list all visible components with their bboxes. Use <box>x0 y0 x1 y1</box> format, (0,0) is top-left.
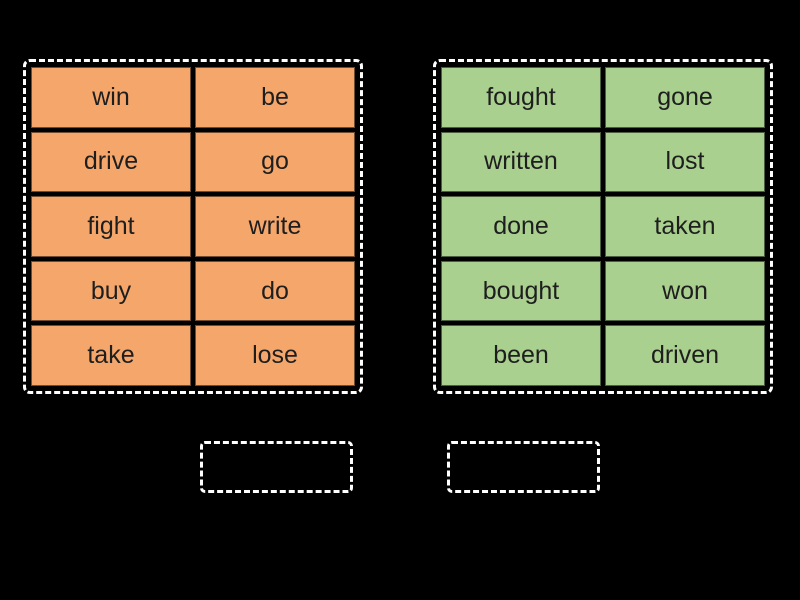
word-card[interactable]: take <box>31 325 191 386</box>
word-card[interactable]: taken <box>605 196 765 257</box>
word-card[interactable]: bought <box>441 260 601 322</box>
word-card[interactable]: do <box>195 260 355 322</box>
word-card[interactable]: done <box>441 196 601 257</box>
word-card[interactable]: fought <box>441 67 601 128</box>
word-card[interactable]: win <box>31 67 191 128</box>
word-card[interactable]: write <box>195 196 355 257</box>
word-card[interactable]: lost <box>605 131 765 193</box>
word-card[interactable]: lose <box>195 325 355 386</box>
empty-drop-target-1[interactable] <box>200 441 353 493</box>
word-card[interactable]: written <box>441 131 601 193</box>
word-card[interactable]: be <box>195 67 355 128</box>
word-card[interactable]: buy <box>31 260 191 322</box>
word-card[interactable]: been <box>441 325 601 386</box>
empty-drop-target-2[interactable] <box>447 441 600 493</box>
word-card[interactable]: driven <box>605 325 765 386</box>
word-card[interactable]: gone <box>605 67 765 128</box>
word-card[interactable]: fight <box>31 196 191 257</box>
word-card[interactable]: won <box>605 260 765 322</box>
word-card[interactable]: drive <box>31 131 191 193</box>
word-card[interactable]: go <box>195 131 355 193</box>
